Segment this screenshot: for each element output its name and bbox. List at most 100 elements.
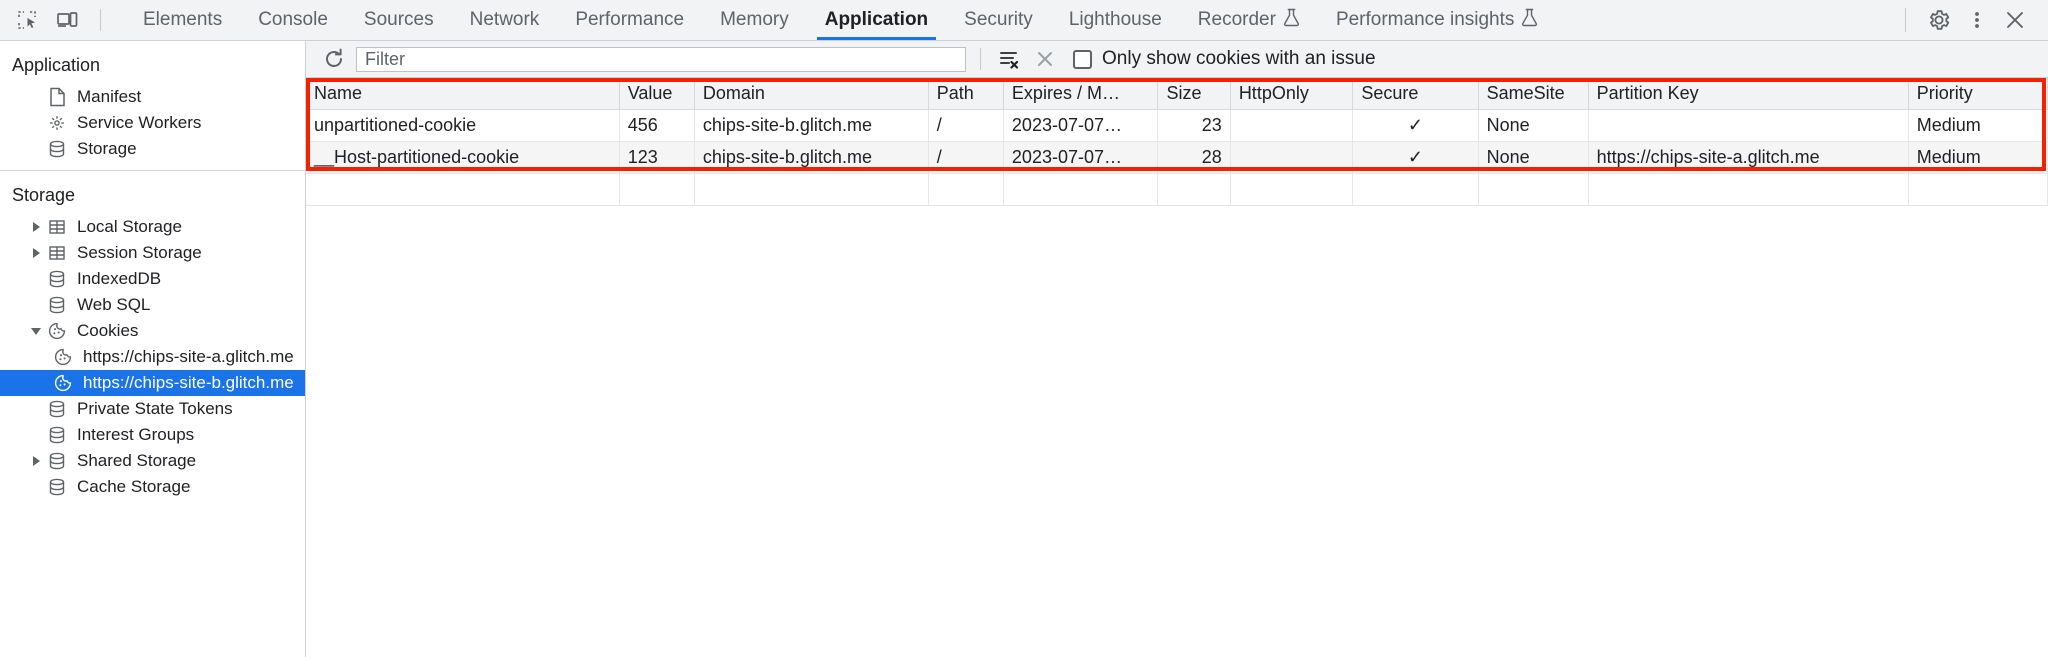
devtools-tabbar: Elements Console Sources Network Perform…: [0, 0, 2048, 41]
tab-memory[interactable]: Memory: [702, 0, 807, 40]
sidebar-heading-storage: Storage: [12, 185, 76, 205]
device-toolbar-icon[interactable]: [54, 7, 80, 33]
column-header-partition-key[interactable]: Partition Key: [1588, 78, 1909, 110]
sidebar-item-label: Cache Storage: [77, 477, 191, 496]
sidebar-item-label: IndexedDB: [77, 269, 162, 288]
close-icon[interactable]: [1998, 3, 2032, 37]
tabbar-divider: [100, 9, 101, 31]
sidebar-heading-application: Application: [12, 55, 101, 75]
column-header-path[interactable]: Path: [928, 78, 1004, 110]
sidebar-item-cookies[interactable]: Cookies: [0, 318, 305, 344]
tab-console[interactable]: Console: [240, 0, 346, 40]
sidebar-item-interest-groups[interactable]: Interest Groups: [0, 422, 305, 448]
sidebar-item-session-storage[interactable]: Session Storage: [0, 240, 305, 266]
tab-lighthouse[interactable]: Lighthouse: [1051, 0, 1180, 40]
tab-recorder[interactable]: Recorder: [1180, 0, 1318, 40]
tab-label: Recorder: [1197, 9, 1276, 30]
refresh-icon[interactable]: [320, 45, 348, 73]
tabbar-right-icons: [1899, 0, 2048, 40]
cell-priority: Medium: [1908, 109, 2048, 142]
cell-path: /: [928, 141, 1004, 174]
sidebar-item-storage[interactable]: Storage: [0, 136, 305, 162]
clear-filtered-cookies-icon[interactable]: [995, 45, 1023, 73]
tabbar-left-icons: [0, 0, 117, 40]
tab-label: Sources: [363, 9, 434, 30]
cell-partition-key: [1588, 109, 1909, 142]
filler-cell: [1157, 173, 1231, 206]
sidebar-item-service-workers[interactable]: Service Workers: [0, 110, 305, 136]
sidebar-item-label: https://chips-site-a.glitch.me: [83, 347, 294, 366]
filler-cell: [619, 173, 695, 206]
manifest-file-icon: [46, 87, 68, 107]
sidebar-item-cookies-chips-site-a[interactable]: https://chips-site-a.glitch.me: [0, 344, 305, 370]
checkbox-box[interactable]: [1073, 49, 1092, 69]
cookies-table: Name Value Domain Path Expires / M… Size…: [306, 78, 2048, 206]
sidebar-item-cache-storage[interactable]: Cache Storage: [0, 474, 305, 500]
cookies-table-header-row: Name Value Domain Path Expires / M… Size…: [306, 78, 2048, 110]
table-row[interactable]: unpartitioned-cookie 456 chips-site-b.gl…: [306, 109, 2048, 142]
filter-divider: [980, 48, 981, 70]
tab-elements[interactable]: Elements: [125, 0, 240, 40]
tab-label: Lighthouse: [1068, 9, 1162, 30]
filler-cell: [694, 173, 929, 206]
tab-security[interactable]: Security: [946, 0, 1051, 40]
sidebar-item-indexeddb[interactable]: IndexedDB: [0, 266, 305, 292]
sidebar-item-label: Cookies: [77, 321, 139, 340]
chevron-right-icon[interactable]: [28, 248, 44, 258]
sidebar-item-cookies-chips-site-b[interactable]: https://chips-site-b.glitch.me: [0, 370, 305, 396]
experiment-flask-icon: [1521, 8, 1538, 33]
column-header-httponly[interactable]: HttpOnly: [1230, 78, 1354, 110]
more-vertical-icon[interactable]: [1960, 3, 1994, 37]
column-header-samesite[interactable]: SameSite: [1478, 78, 1589, 110]
filler-cell: [1230, 173, 1354, 206]
only-show-issues-checkbox[interactable]: Only show cookies with an issue: [1073, 48, 1376, 70]
column-header-domain[interactable]: Domain: [694, 78, 929, 110]
filter-input[interactable]: [356, 46, 966, 72]
inspect-element-icon[interactable]: [14, 7, 40, 33]
tab-performance[interactable]: Performance: [557, 0, 702, 40]
cell-samesite: None: [1478, 141, 1589, 174]
cell-secure: ✓: [1352, 109, 1479, 142]
sidebar-item-web-sql[interactable]: Web SQL: [0, 292, 305, 318]
sidebar-item-shared-storage[interactable]: Shared Storage: [0, 448, 305, 474]
sidebar-item-manifest[interactable]: Manifest: [0, 84, 305, 110]
filler-cell: [1352, 173, 1479, 206]
cell-priority: Medium: [1908, 141, 2048, 174]
experiment-flask-icon: [1283, 8, 1300, 33]
cookie-icon: [52, 347, 74, 367]
tab-label: Performance insights: [1335, 9, 1515, 30]
sidebar-item-private-state-tokens[interactable]: Private State Tokens: [0, 396, 305, 422]
cookies-filter-toolbar: Only show cookies with an issue: [306, 41, 2048, 78]
column-header-secure[interactable]: Secure: [1352, 78, 1479, 110]
cell-value: 456: [619, 109, 695, 142]
chevron-right-icon[interactable]: [28, 222, 44, 232]
cell-name: unpartitioned-cookie: [306, 109, 620, 142]
column-header-name[interactable]: Name: [306, 78, 620, 110]
table-row[interactable]: __Host-partitioned-cookie 123 chips-site…: [306, 141, 2048, 174]
column-header-size[interactable]: Size: [1157, 78, 1231, 110]
tab-application[interactable]: Application: [807, 0, 946, 40]
sidebar-item-label: Session Storage: [77, 243, 202, 262]
sidebar-item-label: https://chips-site-b.glitch.me: [83, 373, 294, 392]
cell-expires: 2023-07-07…: [1003, 109, 1159, 142]
column-header-expires[interactable]: Expires / M…: [1003, 78, 1159, 110]
tab-performance-insights[interactable]: Performance insights: [1318, 0, 1556, 40]
tab-sources[interactable]: Sources: [346, 0, 452, 40]
sidebar-item-label: Service Workers: [77, 113, 202, 132]
column-header-priority[interactable]: Priority: [1908, 78, 2048, 110]
tabbar-right-divider: [1905, 8, 1906, 32]
tab-label: Security: [964, 9, 1033, 30]
tab-network[interactable]: Network: [452, 0, 558, 40]
sidebar-item-local-storage[interactable]: Local Storage: [0, 214, 305, 240]
database-icon: [46, 451, 68, 471]
clear-all-cookies-icon[interactable]: [1031, 45, 1059, 73]
sidebar-section-application: Application Manifest: [0, 41, 305, 171]
only-show-issues-label: Only show cookies with an issue: [1102, 48, 1376, 69]
cell-domain: chips-site-b.glitch.me: [694, 141, 929, 174]
gear-icon[interactable]: [1922, 3, 1956, 37]
chevron-down-icon[interactable]: [28, 327, 44, 335]
application-sidebar: Application Manifest: [0, 41, 306, 657]
chevron-right-icon[interactable]: [28, 456, 44, 466]
column-header-value[interactable]: Value: [619, 78, 695, 110]
